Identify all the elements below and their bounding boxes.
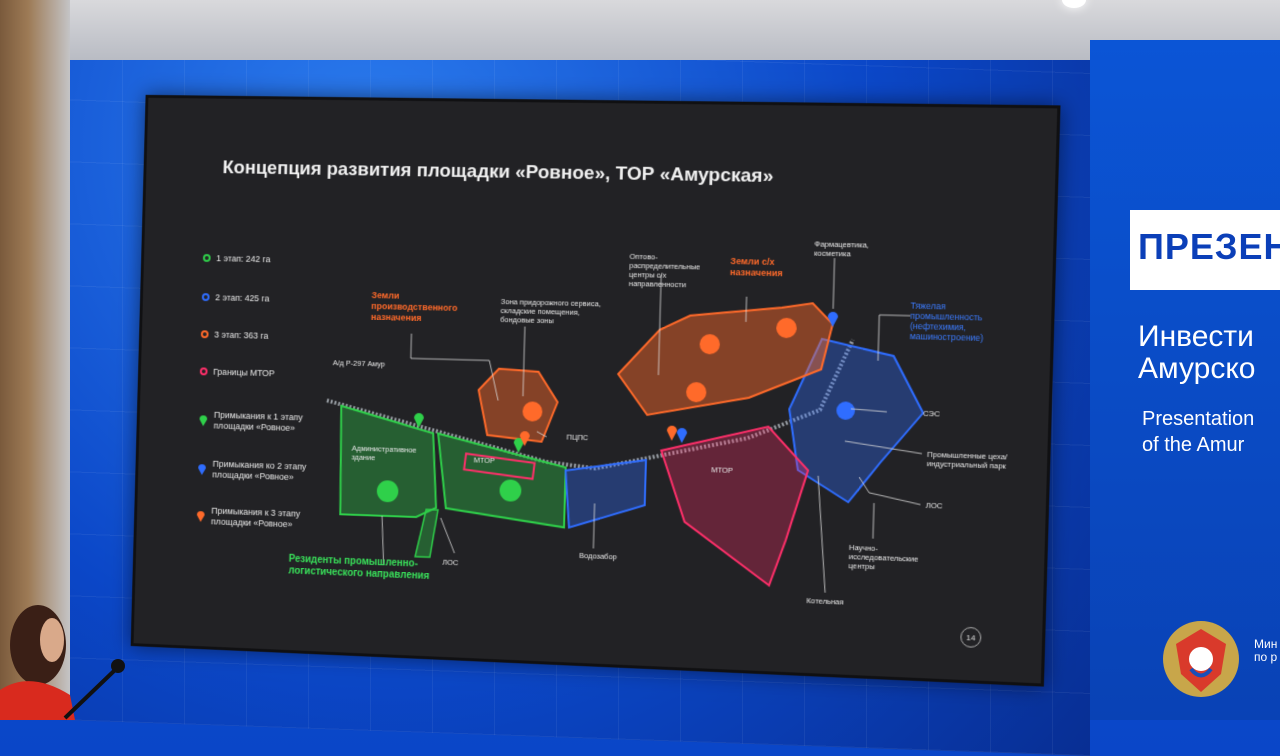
stage2-area-water: [564, 457, 646, 530]
agri-land-label: Земли с/х назначения: [729, 255, 783, 279]
banner-title: ПРЕЗЕН: [1138, 226, 1280, 267]
los-right-label: ЛОС: [925, 500, 943, 511]
truck-icon: [499, 479, 522, 502]
site-map: [134, 98, 1058, 684]
pharma-label: Фармацевтика, косметика: [814, 239, 869, 259]
banner-title-box: [1130, 210, 1280, 290]
banner-line-1: Инвести: [1138, 320, 1254, 353]
wheat-icon: [699, 333, 721, 355]
ceiling-light: [1062, 0, 1086, 8]
banner-line-2: Амурско: [1138, 352, 1256, 385]
bus-icon: [522, 401, 543, 422]
mtor-main-boundary: [658, 423, 810, 586]
orange-pin-icon: [666, 425, 678, 441]
service-zone-label: Зона придорожного сервиса, складские пом…: [500, 297, 602, 326]
green-pin-icon: [199, 415, 208, 427]
ses-label: СЭС: [922, 408, 940, 419]
boiler-label: Котельная: [806, 595, 844, 607]
water-intake-label: Водозабор: [579, 550, 618, 562]
banner-line-3: Presentation: [1142, 408, 1255, 430]
microphone-icon: [63, 659, 125, 720]
wheat-icon: [685, 381, 707, 403]
stage1-area-west: [338, 406, 438, 518]
truck-icon: [376, 480, 399, 503]
right-banner: ПРЕЗЕН Инвести Амурско Presentation of t…: [1090, 40, 1280, 720]
ministry-label: Мин по р: [1254, 637, 1278, 664]
los-left-label: ЛОС: [442, 557, 459, 568]
industrial-land-label: Земли производственного назначения: [370, 290, 458, 323]
stage1-los-strip: [415, 509, 438, 557]
road-label: А/д Р-297 Амур: [332, 358, 386, 369]
wholesale-label: Оптово- распределительные центры с/х нап…: [628, 251, 701, 290]
workshops-label: Промышленные цеха/ индустриальный парк: [926, 449, 1008, 471]
stage1-area-east: [436, 433, 567, 527]
left-wall: [0, 0, 70, 720]
pcps-label: ПЦПС: [566, 432, 589, 443]
factory-icon: [836, 401, 856, 421]
blue-pin-icon: [676, 427, 688, 444]
stage2-area-heavy: [787, 338, 925, 504]
presentation-screen: Концепция развития площадки «Ровное», ТО…: [130, 94, 1061, 687]
research-label: Научно- исследовательские центры: [848, 542, 919, 572]
presenter-silhouette: [0, 605, 75, 720]
pharmacy-icon: [776, 317, 797, 339]
admin-building-label: Административное здание: [351, 443, 417, 463]
coat-of-arms-emblem: [1163, 621, 1239, 697]
heavy-industry-label: Тяжелая промышленность (нефтехимия, маши…: [909, 300, 984, 344]
banner-line-4: of the Amur: [1142, 434, 1245, 456]
ceiling: [0, 0, 1280, 60]
mtor-left-label: МТОР: [473, 455, 495, 466]
mtor-center-label: МТОР: [711, 465, 734, 475]
stage3-area-service: [477, 368, 558, 442]
